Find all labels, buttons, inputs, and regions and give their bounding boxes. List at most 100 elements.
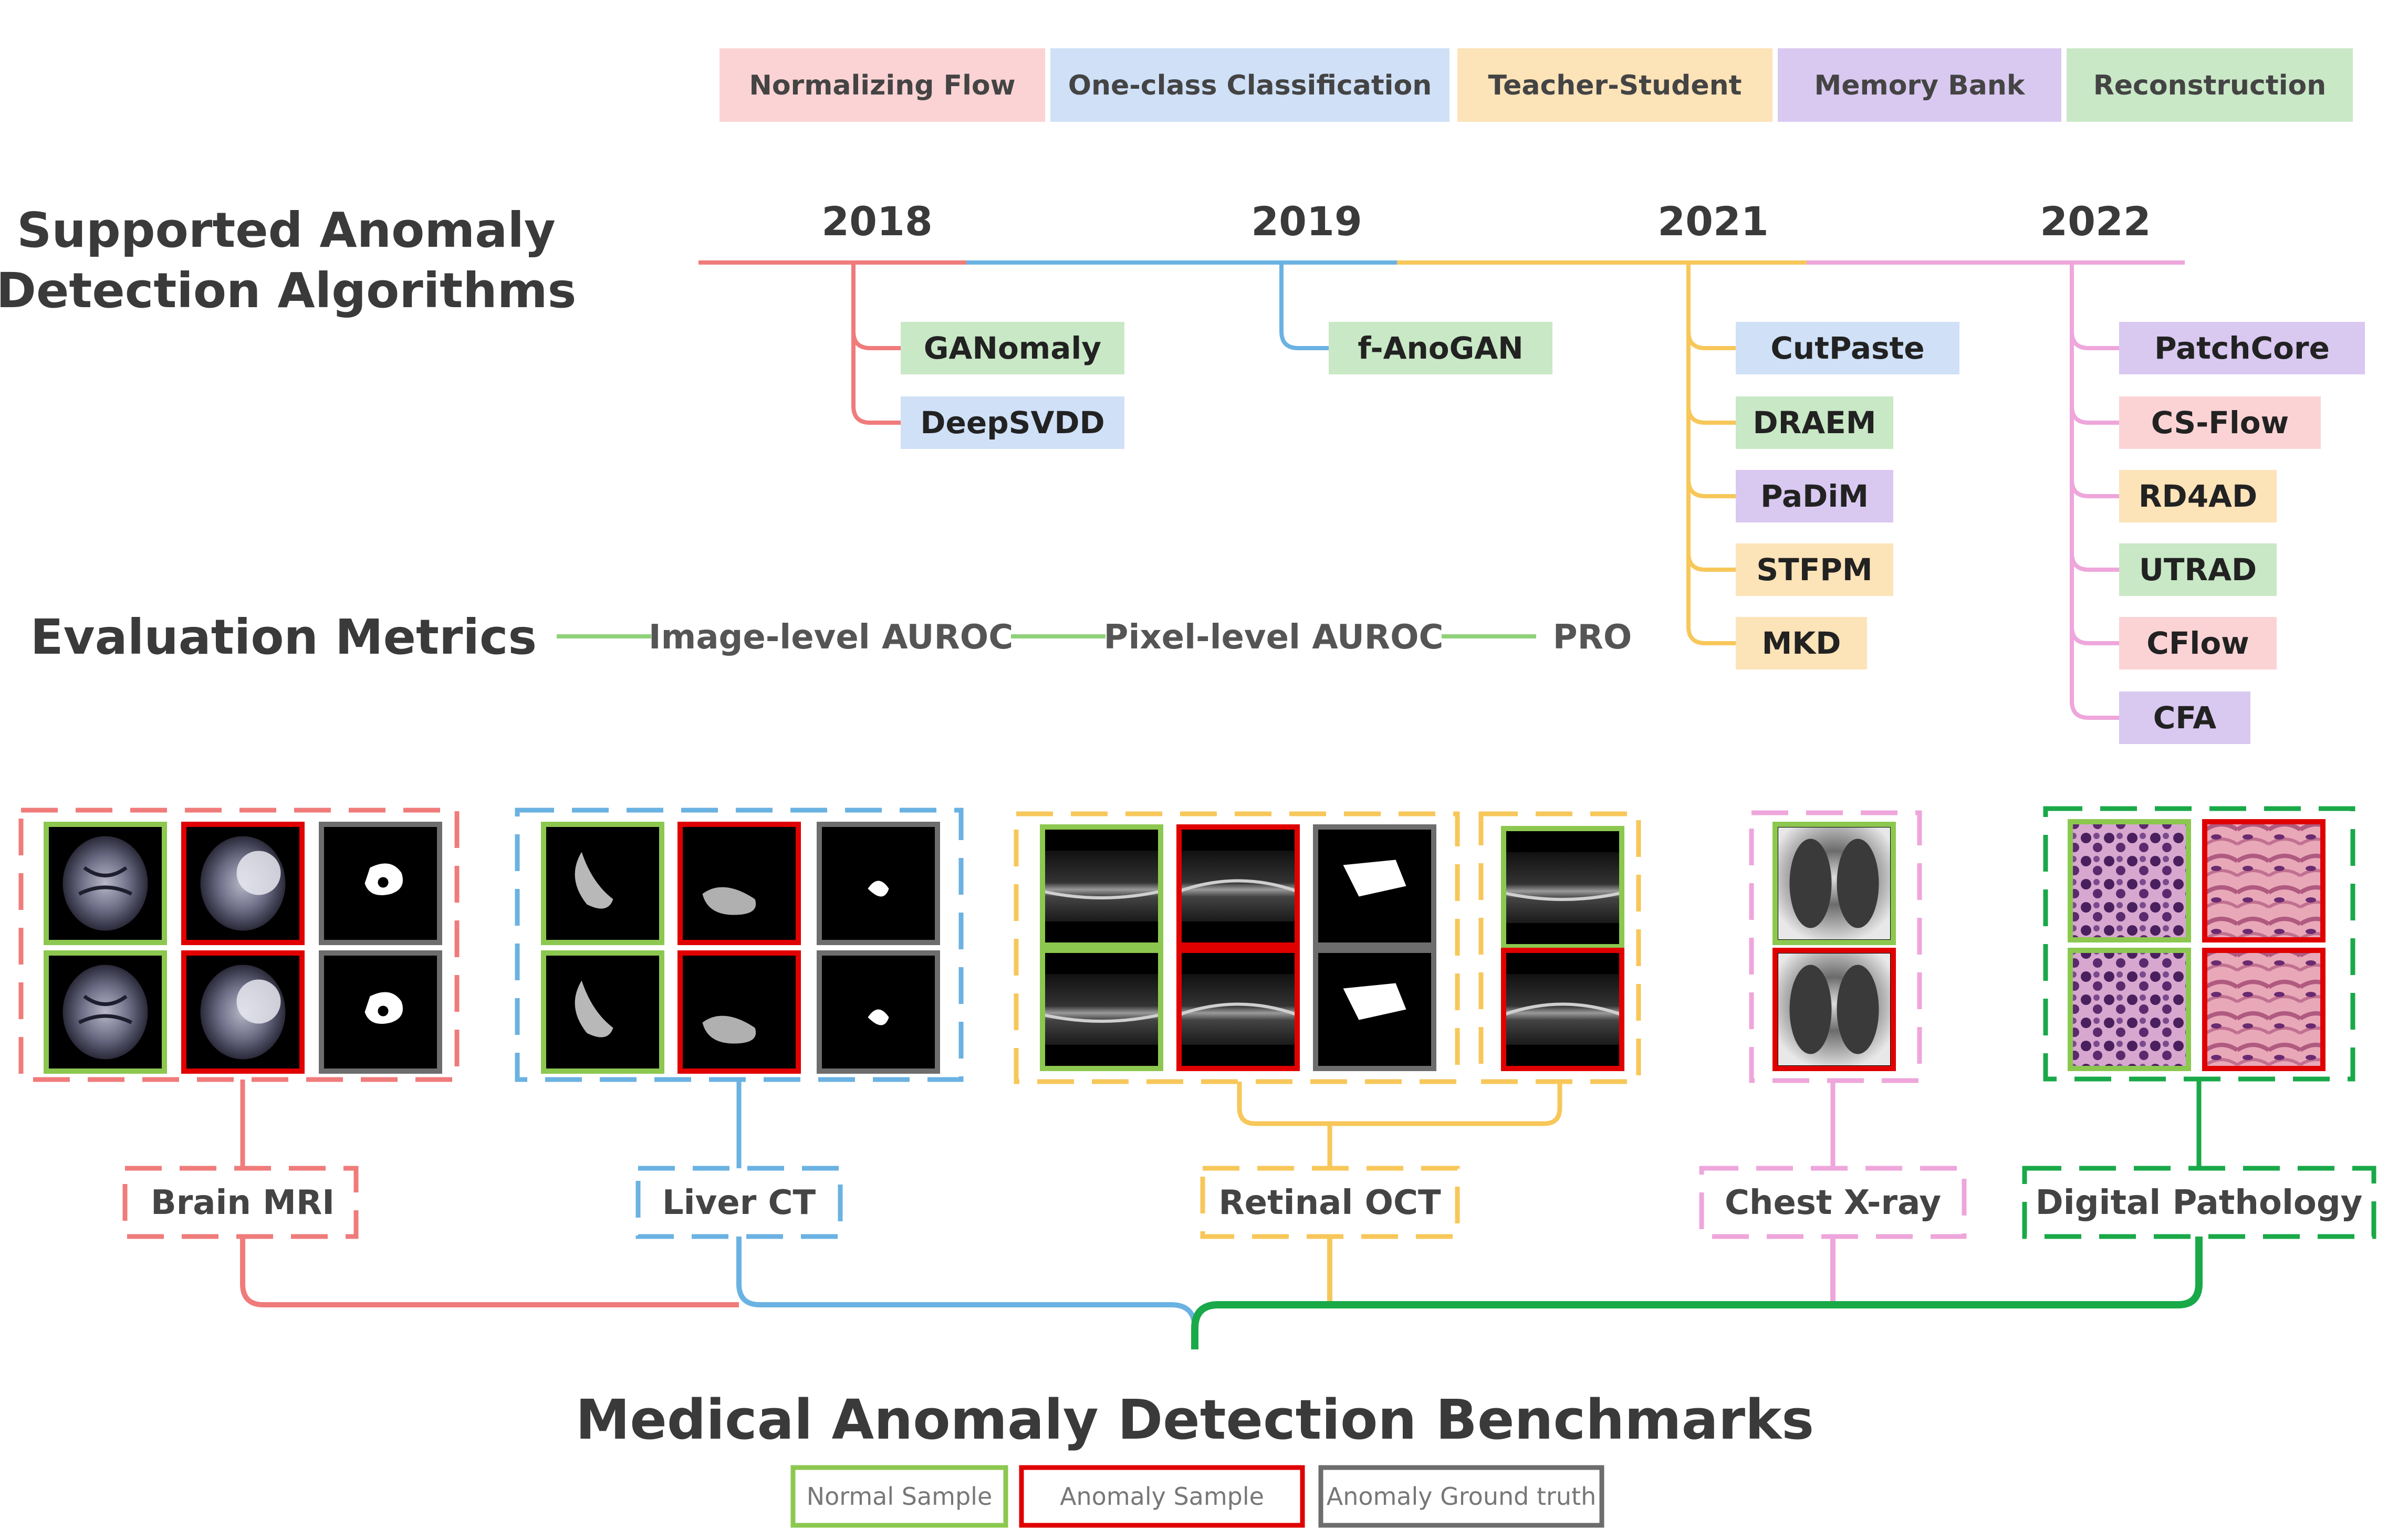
algorithm-deepsvdd-label: DeepSVDD	[920, 405, 1104, 441]
brain-mri-group-box	[18, 808, 460, 1082]
benchmark-title: Medical Anomaly Detection Benchmarks	[576, 1388, 1814, 1452]
timeline-tick-cutpaste	[1686, 331, 1736, 350]
category-reconstruction-label: Reconstruction	[2093, 70, 2327, 101]
algorithm-mkd-box	[1736, 617, 1867, 669]
dataset-brain-mri-label: Brain MRI	[151, 1183, 335, 1222]
retinal-oct-tile-8	[1501, 948, 1624, 1071]
algorithm-stfpm-label: STFPM	[1756, 552, 1872, 588]
dataset-retinal-oct-label: Retinal OCT	[1218, 1183, 1441, 1222]
category-normalizing-flow-box	[719, 48, 1045, 122]
liver-ct-tile-4	[541, 950, 664, 1074]
category-one-class-classification-label: One-class Classification	[1068, 70, 1432, 101]
category-normalizing-flow-label: Normalizing Flow	[749, 70, 1015, 101]
brain-mri-tile-2	[181, 822, 305, 945]
retinal-oct-up-connector	[1237, 1082, 1562, 1168]
dataset-retinal-oct-label-box	[1200, 1166, 1460, 1239]
algorithm-cfa-box	[2119, 692, 2250, 744]
algorithm-utrad-label: UTRAD	[2139, 552, 2257, 588]
algorithm-padim-box	[1736, 470, 1893, 522]
chest-xray-tile-1	[1772, 822, 1896, 945]
dataset-groups: Brain MRI Liver CT Retinal OCT Chest X-ray D…	[18, 806, 2376, 1239]
digital-pathology-tile-4	[2202, 948, 2326, 1071]
algorithm-cs-flow-box	[2119, 396, 2321, 449]
algorithm-f-anogan-box	[1329, 322, 1552, 374]
algorithm-cflow-box	[2119, 617, 2277, 669]
dataset-digital-pathology-label-box	[2022, 1166, 2376, 1239]
brain-mri-tile-6	[319, 950, 442, 1074]
timeline-tick-cs-flow	[2070, 405, 2119, 425]
retinal-oct-group-box-2	[1478, 811, 1641, 1084]
retinal-oct-tile-6	[1313, 948, 1436, 1071]
liver-ct-tile-2	[677, 822, 801, 945]
metric-pixel-level-auroc-label: Pixel-level AUROC	[1104, 618, 1444, 657]
algorithm-ganomaly-box	[901, 322, 1124, 374]
algorithm-utrad-box	[2119, 543, 2277, 596]
chest-xray-group-box	[1749, 810, 1922, 1083]
liver-ct-tile-6	[817, 950, 940, 1074]
digital-pathology-group-box	[2043, 806, 2355, 1082]
digital-pathology-bench-connector	[1191, 1237, 2203, 1349]
dataset-brain-mri-label-box	[122, 1166, 359, 1239]
category-reconstruction-box	[2067, 48, 2353, 122]
algorithm-ganomaly-label: GANomaly	[924, 330, 1101, 366]
algorithms-title-line-2: Detection Algorithms	[0, 263, 576, 319]
algorithm-patchcore-label: PatchCore	[2154, 330, 2330, 366]
legend-anomaly-sample-label: Anomaly Sample	[1060, 1482, 1264, 1511]
digital-pathology-tile-2	[2202, 819, 2326, 942]
category-legend: Normalizing Flow One-class Classification…	[719, 48, 2353, 122]
legend-anomaly-sample-box	[1019, 1465, 1305, 1528]
timeline-tick-cflow	[2070, 626, 2119, 645]
dataset-chest-x-ray-label-box	[1699, 1166, 1967, 1239]
brain-mri-tile-3	[319, 822, 442, 945]
algorithm-mkd-label: MKD	[1762, 625, 1841, 661]
algorithm-cutpaste-box	[1736, 322, 1959, 374]
algorithm-cfa-label: CFA	[2153, 700, 2217, 736]
year-2019-label: 2019	[1251, 198, 1362, 245]
brain-mri-tile-4	[44, 950, 167, 1074]
retinal-oct-tile-2	[1176, 824, 1300, 948]
year-2018-label: 2018	[821, 198, 933, 245]
retinal-oct-tile-7	[1501, 826, 1624, 949]
year-2021-label: 2021	[1657, 198, 1769, 245]
category-teacher-student-label: Teacher-Student	[1488, 70, 1742, 101]
algorithm-stfpm-box	[1736, 543, 1893, 596]
timeline-tick-draem	[1686, 405, 1736, 425]
timeline-tick-ganomaly	[851, 331, 901, 350]
dataset-liver-ct-label-box	[635, 1166, 843, 1239]
brain-mri-bench-connector	[240, 1237, 739, 1307]
year-2022-label: 2022	[2040, 198, 2151, 245]
dataset-digital-pathology-label: Digital Pathology	[2036, 1183, 2363, 1222]
algorithm-cflow-label: CFlow	[2146, 625, 2249, 661]
algorithm-f-anogan-label: f-AnoGAN	[1358, 330, 1523, 366]
algorithm-draem-label: DRAEM	[1753, 405, 1876, 441]
algorithm-patchcore-box	[2119, 322, 2365, 374]
category-memory-bank-label: Memory Bank	[1815, 70, 2026, 101]
metric-image-level-auroc-label: Image-level AUROC	[649, 618, 1013, 657]
retinal-oct-tile-1	[1040, 824, 1163, 948]
timeline-branch-2022	[2070, 263, 2119, 720]
legend-normal-sample-label: Normal Sample	[807, 1482, 993, 1511]
evaluation-metrics: Image-level AUROC Pixel-level AUROC PRO	[557, 618, 1632, 657]
metric-pro-label: PRO	[1553, 618, 1632, 657]
category-one-class-classification-box	[1050, 48, 1450, 122]
timeline-tick-rd4ad	[2070, 479, 2119, 498]
retinal-oct-tile-3	[1313, 824, 1436, 948]
dataset-chest-x-ray-label: Chest X-ray	[1725, 1183, 1941, 1222]
retinal-oct-group-box-1	[1014, 811, 1460, 1084]
dataset-liver-ct-label: Liver CT	[662, 1183, 816, 1222]
legend-anomaly-ground-truth-box	[1318, 1465, 1604, 1528]
algorithm-rd4ad-label: RD4AD	[2139, 478, 2257, 514]
algorithms-title-line-1: Supported Anomaly	[17, 202, 556, 258]
digital-pathology-tile-1	[2068, 819, 2191, 942]
digital-pathology-tile-3	[2068, 948, 2191, 1071]
algorithm-cutpaste-label: CutPaste	[1770, 330, 1924, 366]
metrics-title: Evaluation Metrics	[30, 609, 537, 665]
algorithm-padim-label: PaDiM	[1760, 478, 1869, 514]
timeline-tick-stfpm	[1686, 552, 1736, 572]
liver-ct-tile-5	[677, 950, 801, 1074]
brain-mri-tile-1	[44, 822, 167, 945]
algorithm-rd4ad-box	[2119, 470, 2277, 522]
timeline-tick-utrad	[2070, 552, 2119, 572]
